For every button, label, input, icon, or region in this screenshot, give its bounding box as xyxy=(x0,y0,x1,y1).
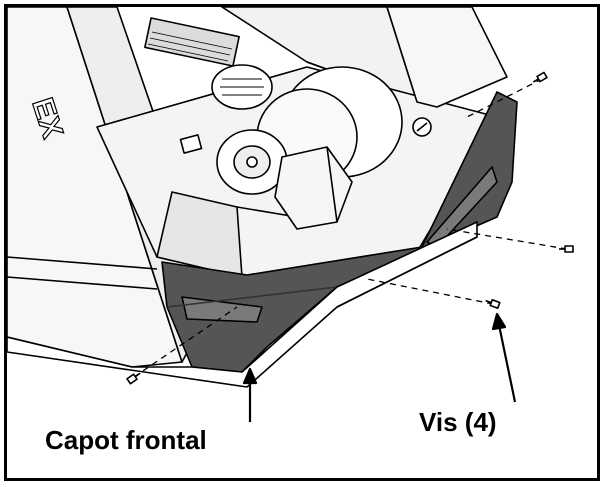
screw-group xyxy=(126,71,574,385)
screws-label: Vis (4) xyxy=(419,407,497,437)
right-rail xyxy=(386,7,508,108)
screw-1 xyxy=(532,71,548,83)
screw-4 xyxy=(126,372,141,385)
deck xyxy=(7,221,478,388)
side-upright xyxy=(7,7,183,368)
vis-arrow xyxy=(497,324,517,403)
screw-3 xyxy=(485,299,501,309)
front-cover-label: Capot frontal xyxy=(45,425,207,455)
treadmill-illustration: EX xyxy=(7,7,574,422)
diagram-frame: EX Capot frontal Vis (4) xyxy=(4,4,600,481)
screw-2 xyxy=(559,245,574,253)
